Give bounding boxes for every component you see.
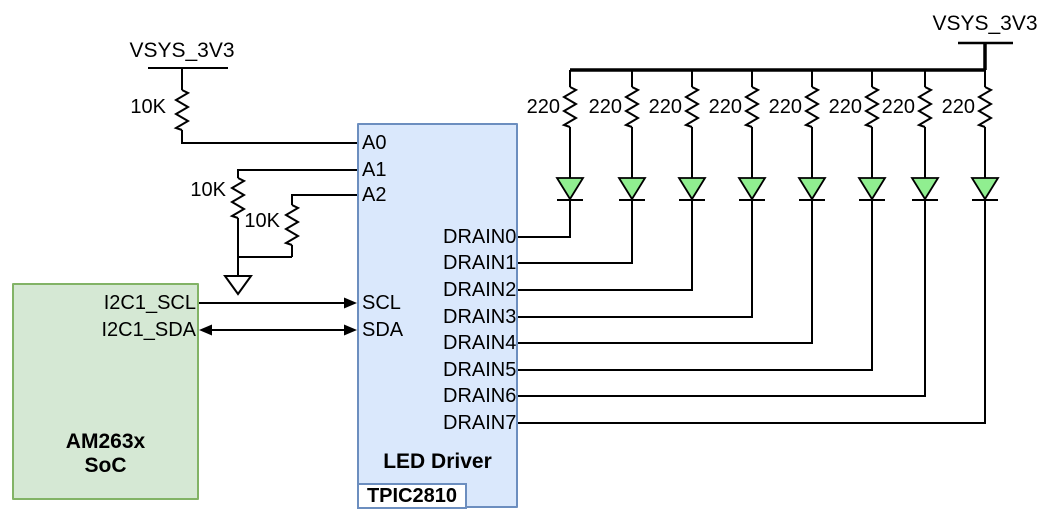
- resistor-value-pulldown-a1: 10K: [190, 179, 226, 201]
- driver-pin-scl: SCL: [362, 292, 401, 314]
- driver-pin-drain2: DRAIN2: [443, 279, 517, 301]
- wire-drain1: [518, 200, 633, 264]
- driver-pin-sda: SDA: [362, 319, 404, 341]
- wire-drain6: [518, 200, 926, 397]
- driver-pin-a0: A0: [362, 132, 387, 154]
- led-5-icon: [857, 177, 887, 201]
- scl-arrowhead-icon: [344, 297, 357, 309]
- wire-a1: [237, 169, 357, 178]
- led-4-icon: [797, 177, 827, 201]
- resistor-led-3: [743, 86, 761, 128]
- resistor-value-led-5: 220: [828, 96, 862, 118]
- wire-a0: [181, 130, 357, 144]
- resistor-value-led-0: 220: [526, 96, 560, 118]
- resistor-led-4: [803, 86, 821, 128]
- resistor-led-5: [863, 86, 881, 128]
- wire-drain5: [518, 200, 873, 371]
- led-2-icon: [677, 177, 707, 201]
- resistor-led-0: [561, 86, 579, 128]
- power-net-label-right: VSYS_3V3: [932, 12, 1038, 35]
- soc-pin-i2c1-sda: I2C1_SDA: [101, 319, 197, 341]
- driver-part-number: TPIC2810: [366, 484, 458, 507]
- led-0-icon: [555, 177, 585, 201]
- resistor-value-led-2: 220: [648, 96, 682, 118]
- driver-pin-drain5: DRAIN5: [443, 359, 517, 381]
- driver-pin-drain7: DRAIN7: [443, 412, 517, 434]
- driver-pin-a1: A1: [362, 159, 387, 181]
- led-7-icon: [970, 177, 1000, 201]
- led-6-icon: [910, 177, 940, 201]
- wire-drain7: [518, 200, 986, 424]
- wire-drain0: [518, 200, 571, 238]
- led-3-icon: [737, 177, 767, 201]
- resistor-value-pullup-a0: 10K: [130, 96, 166, 118]
- resistor-value-led-3: 220: [708, 96, 742, 118]
- soc-title-line1: AM263x: [65, 430, 146, 453]
- resistor-led-1: [623, 86, 641, 128]
- led-driver-block: [357, 123, 518, 508]
- resistor-pulldown-a1: [229, 177, 247, 219]
- driver-pin-a2: A2: [362, 184, 387, 206]
- driver-pin-drain3: DRAIN3: [443, 306, 517, 328]
- wire-drain4: [518, 200, 813, 344]
- resistor-pullup-a0: [173, 89, 191, 131]
- wire-a2: [291, 194, 357, 205]
- resistor-pulldown-a2: [283, 204, 301, 246]
- wire-gnd-junction: [237, 256, 292, 276]
- sda-arrowhead-left-icon: [199, 324, 212, 336]
- resistor-led-6: [916, 86, 934, 128]
- resistor-value-led-4: 220: [768, 96, 802, 118]
- driver-part-badge: TPIC2810: [357, 483, 467, 509]
- driver-pin-drain0: DRAIN0: [443, 226, 517, 248]
- power-flag-right-icon: [958, 41, 1013, 70]
- power-flag-left-icon: [148, 67, 228, 90]
- soc-pin-i2c1-scl: I2C1_SCL: [103, 292, 196, 314]
- driver-pin-drain4: DRAIN4: [443, 332, 517, 354]
- driver-pin-drain6: DRAIN6: [443, 385, 517, 407]
- wire-drain3: [518, 200, 753, 318]
- soc-block: [12, 283, 199, 500]
- wire-drain2: [518, 200, 693, 291]
- resistor-value-led-6: 220: [881, 96, 915, 118]
- resistor-led-7: [976, 86, 994, 128]
- soc-title-line2: SoC: [84, 454, 127, 477]
- resistor-value-led-7: 220: [941, 96, 975, 118]
- led-1-icon: [617, 177, 647, 201]
- driver-pin-drain1: DRAIN1: [443, 252, 517, 274]
- resistor-value-led-1: 220: [588, 96, 622, 118]
- driver-title: LED Driver: [383, 450, 492, 473]
- ground-icon: [223, 275, 253, 296]
- resistor-led-2: [683, 86, 701, 128]
- sda-arrowhead-right-icon: [344, 324, 357, 336]
- resistor-value-pulldown-a2: 10K: [244, 210, 280, 232]
- power-net-label-left: VSYS_3V3: [129, 39, 235, 62]
